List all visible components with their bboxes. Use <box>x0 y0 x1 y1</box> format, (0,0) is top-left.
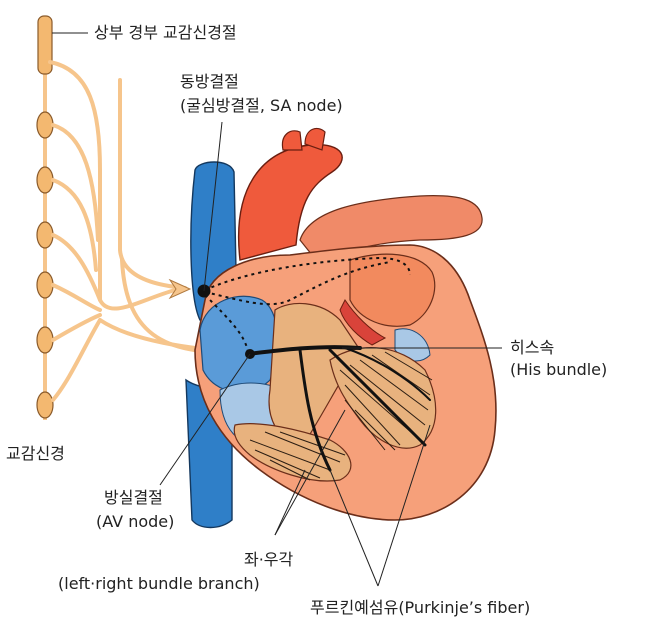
superior-cervical-ganglion <box>37 15 53 75</box>
heart <box>185 127 497 529</box>
nerve-arrowhead <box>168 278 192 300</box>
conduction-pathway <box>246 345 431 472</box>
nerve-fiber <box>51 178 98 272</box>
nerve-fiber <box>118 78 187 290</box>
ganglion <box>36 111 54 139</box>
ganglion <box>36 221 54 249</box>
his-bundle <box>246 345 362 356</box>
label-bundle-branch-en: (left·right bundle branch) <box>58 574 260 593</box>
ganglion <box>36 326 54 354</box>
ganglion <box>36 271 54 299</box>
nerve-fiber <box>51 123 100 242</box>
left-atrium <box>349 253 436 327</box>
label-superior-cervical-ganglion: 상부 경부 교감신경절 <box>94 23 237 42</box>
left-bundle-branch <box>344 347 431 401</box>
aorta <box>238 144 343 261</box>
leader-purkinje <box>329 469 379 587</box>
leader-bundle-branch <box>274 469 306 536</box>
label-av-node-en: (AV node) <box>96 512 175 531</box>
nerve-fiber <box>51 318 102 402</box>
label-sa-node-sub: (굴심방결절, SA node) <box>180 96 343 115</box>
internodal-pathways <box>204 256 411 353</box>
label-av-node: 방실결절 <box>104 488 163 507</box>
label-his-bundle-en: (His bundle) <box>510 360 608 379</box>
left-bundle-branch <box>328 348 427 447</box>
aorta-branch <box>304 127 326 151</box>
label-purkinje: 푸르킨예섬유(Purkinje’s fiber) <box>310 598 531 617</box>
right-atrium <box>199 295 279 393</box>
label-sa-node: 동방결절 <box>180 72 239 91</box>
nerve-fiber <box>51 283 102 312</box>
mitral-valve <box>339 299 387 346</box>
ganglion <box>36 166 54 194</box>
right-bundle-branch <box>298 348 332 472</box>
leader-purkinje <box>377 424 431 587</box>
aorta-branch <box>281 130 303 151</box>
nerve-fiber <box>51 313 102 342</box>
label-bundle-branch: 좌·우각 <box>244 550 294 569</box>
leader-lines <box>52 32 502 587</box>
leader-sa-node <box>203 121 223 292</box>
sympathetic-nerve-chain <box>36 15 247 420</box>
leader-av-node <box>159 353 251 486</box>
label-his-bundle: 히스속 <box>510 338 555 357</box>
ganglion <box>36 391 54 419</box>
nerve-fiber <box>48 60 177 311</box>
leader-bundle-branch <box>274 409 346 536</box>
nerve-fiber <box>51 233 102 302</box>
label-sympathetic-nerve: 교감신경 <box>6 444 65 463</box>
